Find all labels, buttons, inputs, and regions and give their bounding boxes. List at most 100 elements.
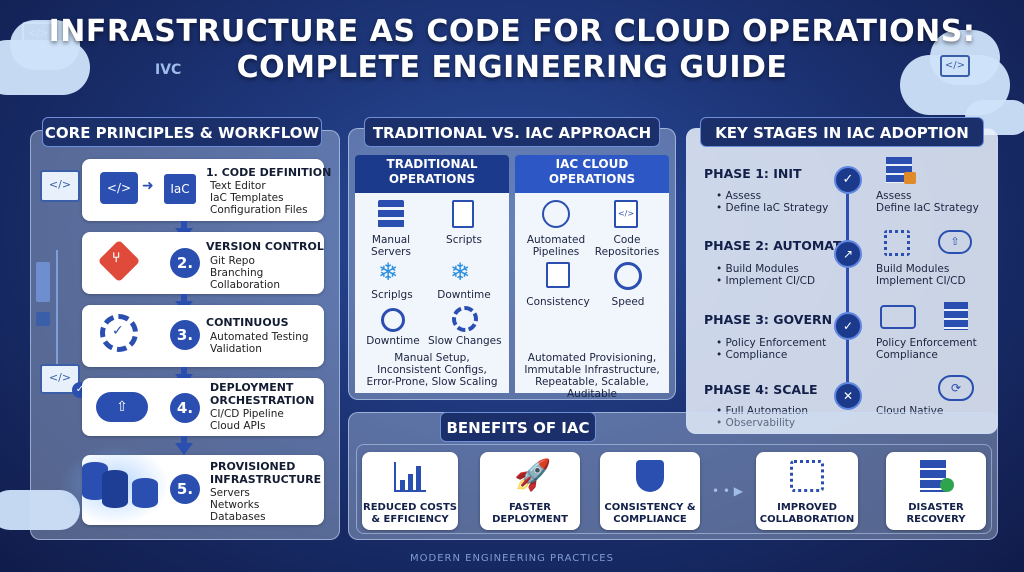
traditional-description: Manual Setup, Inconsistent Configs, Erro…: [366, 352, 498, 388]
step-2-line-2: Branching: [210, 267, 264, 279]
step-5-title: PROVISIONED INFRASTRUCTURE: [210, 460, 322, 486]
step-2-line-1: Git Repo: [210, 255, 255, 267]
step-1-line-3: Configuration Files: [210, 204, 308, 216]
step-5-number: 5.: [170, 474, 200, 504]
phase-4-result-1: Cloud Native: [876, 405, 944, 417]
step-5-line-2: Networks: [210, 499, 260, 511]
step-2-title: VERSION CONTROL: [206, 240, 324, 253]
iac-badge: IaC: [164, 174, 196, 204]
recovery-badge-icon: [940, 478, 954, 492]
phase-1-name: PHASE 1: INIT: [704, 166, 802, 181]
phase-4-cloud-sync-icon: ⟳: [938, 375, 974, 401]
folder-code-icon: </>: [100, 172, 138, 204]
phase-2-name: PHASE 2: AUTOMATE: [704, 238, 851, 253]
iac-header: IAC CLOUD OPERATIONS: [515, 155, 669, 193]
phase-2-result-1: Build Modules: [876, 263, 950, 275]
flow-arrow-3-stem: [181, 367, 187, 375]
benefit-4-label: IMPROVED COLLABORATION: [759, 502, 855, 525]
phase-3-result-1: Policy Enforcement: [876, 337, 977, 349]
trad-item-downtime-2: Downtime: [366, 335, 420, 347]
benefit-faster-deployment: 🚀 FASTER DEPLOYMENT: [480, 452, 580, 530]
connector-line-left: [56, 250, 58, 390]
iac-item-speed: Speed: [611, 296, 645, 308]
step-4-line-1: CI/CD Pipeline: [210, 408, 284, 420]
gears-icon: [452, 306, 478, 332]
iac-item-code-repositories: Code Repositories: [594, 234, 660, 258]
cloud-upload-icon: ⇧: [96, 392, 148, 422]
trad-item-scripts: Scripts: [446, 234, 482, 246]
benefit-2-label: FASTER DEPLOYMENT: [492, 502, 568, 525]
database-icon-2: [102, 470, 128, 508]
phase-3-bullet-1: • Policy Enforcement: [716, 337, 827, 349]
phase-3-server-shield-icon: [944, 302, 968, 330]
benefits-title: BENEFITS OF IAC: [440, 412, 596, 442]
node-icon-left: [36, 312, 50, 326]
step-4-title: DEPLOYMENT ORCHESTRATION: [210, 381, 315, 407]
phase-1-result-2: Define IaC Strategy: [876, 202, 979, 214]
trad-item-slow-changes: Slow Changes: [428, 335, 502, 347]
network-icon: [790, 460, 824, 492]
core-principles-title: CORE PRINCIPLES & WORKFLOW: [42, 117, 322, 147]
phase-1-bullet-1: • Assess: [716, 190, 762, 202]
arrow-right-icon: ➜: [142, 178, 154, 194]
step-3-number: 3.: [170, 320, 200, 350]
benefit-reduced-costs: REDUCED COSTS & EFFICIENCY: [362, 452, 458, 530]
code-icon-top-right: </>: [940, 55, 970, 77]
gear-check-glyph: ✓: [112, 323, 124, 339]
step-4-number: 4.: [170, 393, 200, 423]
phase-2-result-2: Implement CI/CD: [876, 275, 966, 287]
phase-4-scale-icon: ✕: [834, 382, 862, 410]
snowflake-icon-2: ❄: [450, 258, 471, 286]
phase-1-check-icon: ✓: [834, 166, 862, 194]
code-window-icon: </>: [40, 170, 80, 202]
trad-item-downtime-1: Downtime: [437, 289, 491, 301]
phase-3-users-icon: [880, 305, 916, 329]
phase-2-modules-icon: [884, 230, 910, 256]
step-1-line-1: Text Editor: [210, 180, 266, 192]
benefit-collaboration: IMPROVED COLLABORATION: [756, 452, 858, 530]
step-3-line-2: Validation: [210, 343, 262, 355]
step-3-line-1: Automated Testing: [210, 331, 309, 343]
title-line-1: INFRASTRUCTURE AS CODE FOR CLOUD OPERATI…: [48, 14, 976, 49]
code-repo-icon: </>: [614, 200, 638, 228]
consistency-icon: [546, 262, 570, 288]
iac-description: Automated Provisioning, Immutable Infras…: [524, 352, 660, 400]
traditional-header: TRADITIONAL OPERATIONS: [355, 155, 509, 193]
rocket-icon: 🚀: [514, 458, 552, 493]
code-icon-top-left: </>: [22, 22, 54, 46]
flow-arrow-2-stem: [181, 294, 187, 302]
phase-3-result-2: Compliance: [876, 349, 938, 361]
stopwatch-icon: [381, 308, 405, 332]
benefit-5-label: DISASTER RECOVERY: [906, 502, 966, 525]
flow-arrow-4-stem: [181, 436, 187, 444]
phase-timeline-line: [846, 175, 849, 397]
server-stack-icon: [378, 200, 404, 228]
step-4-line-2: Cloud APIs: [210, 420, 266, 432]
step-1-line-2: IaC Templates: [210, 192, 284, 204]
shield-icon: [636, 460, 664, 492]
speed-gauge-icon: [614, 262, 642, 290]
benefit-3-label: CONSISTENCY & COMPLIANCE: [604, 502, 696, 525]
dots-arrow-icon: • • ▶: [712, 484, 744, 498]
git-branch-glyph: ⑂: [112, 250, 121, 266]
phase-2-cloud-icon: ⇧: [938, 230, 972, 254]
phase-4-name: PHASE 4: SCALE: [704, 382, 818, 397]
bar-chart-icon: [394, 462, 426, 492]
phase-2-bullet-2: • Implement CI/CD: [716, 275, 816, 287]
iac-body: [515, 193, 669, 393]
phase-3-bullet-2: • Compliance: [716, 349, 788, 361]
flow-arrow-4: [175, 443, 193, 455]
phase-4-bullet-2: • Observability: [716, 417, 796, 429]
snowflake-icon-1: ❄: [378, 258, 399, 286]
trad-item-manual-servers: Manual Servers: [371, 234, 411, 258]
server-icon-left: [36, 262, 50, 302]
script-doc-icon: [452, 200, 474, 228]
gear-check-icon: [100, 314, 138, 352]
step-1-title: 1. CODE DEFINITION: [206, 166, 332, 179]
phase-1-result-1: Assess: [876, 190, 912, 202]
step-5-line-1: Servers: [210, 487, 250, 499]
database-icon-3: [132, 478, 158, 508]
step-3-title: CONTINUOUS: [206, 316, 289, 329]
adoption-title: KEY STAGES IN IAC ADOPTION: [700, 117, 984, 147]
phase-3-shield-icon: ✓: [834, 312, 862, 340]
